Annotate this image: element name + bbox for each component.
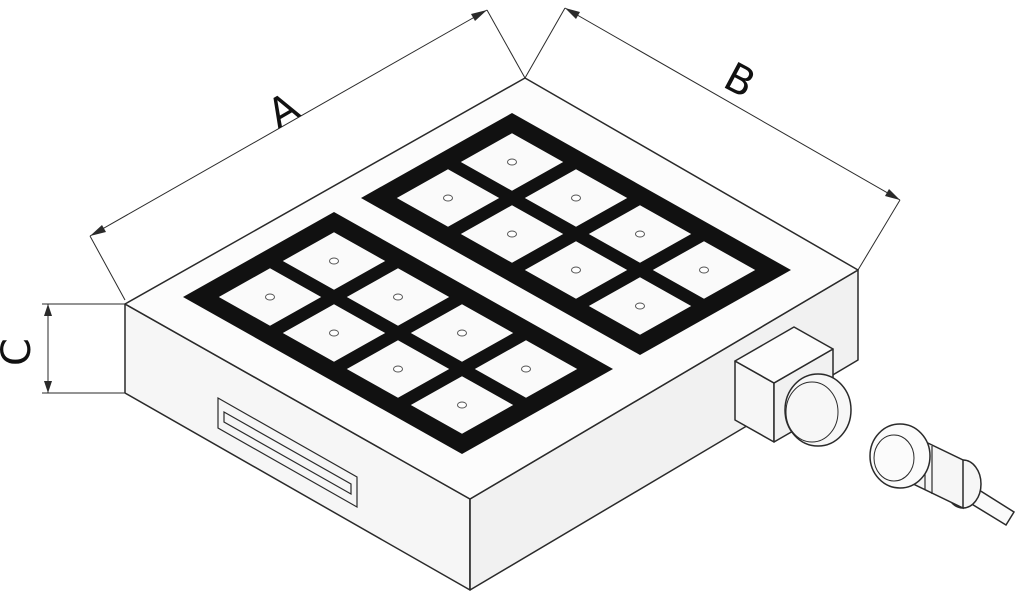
dimension-a-arrow-left	[90, 225, 106, 236]
plug-head	[869, 423, 931, 489]
front-slot-outer	[217, 396, 358, 509]
mounting-hole	[571, 266, 581, 274]
mounting-hole	[457, 329, 467, 337]
connector-socket	[734, 326, 852, 447]
top-face	[124, 77, 859, 500]
socket-box-top	[734, 326, 834, 384]
socket-cap-ring	[785, 381, 839, 443]
mounting-hole	[635, 302, 645, 310]
mounting-hole	[393, 365, 403, 373]
magnet-pad-right-pad	[361, 113, 791, 355]
front-slot	[217, 396, 358, 509]
mounting-hole	[329, 329, 339, 337]
mounting-hole	[521, 365, 531, 373]
magnet-pads	[183, 113, 791, 454]
dimension-c-arrow-bottom	[44, 381, 52, 393]
dimension-c-label: C	[0, 338, 40, 366]
mounting-hole	[507, 158, 517, 166]
dimension-c: C	[0, 303, 125, 394]
plug-head-face	[873, 434, 915, 482]
dimension-a-label: A	[260, 84, 307, 138]
pad-frame	[183, 212, 613, 454]
dimension-b-extension-left	[524, 7, 566, 79]
front-slot-inner	[223, 410, 352, 496]
mounting-hole	[571, 194, 581, 202]
dimension-b-extension-right	[857, 199, 901, 271]
mounting-hole	[393, 293, 403, 301]
mounting-hole	[457, 401, 467, 409]
dimension-c-arrow-top	[44, 304, 52, 316]
mounting-hole	[635, 230, 645, 238]
dimension-a-arrow-right	[471, 10, 487, 21]
mounting-hole	[699, 266, 709, 274]
mounting-hole	[265, 293, 275, 301]
dimension-b-arrow-left	[565, 8, 580, 19]
dimension-a-extension-left	[89, 235, 126, 301]
dimension-a-extension-right	[486, 9, 526, 79]
mounting-hole	[507, 230, 517, 238]
mounting-hole	[443, 194, 453, 202]
mounting-hole	[329, 257, 339, 265]
pad-frame	[361, 113, 791, 355]
dimension-b-label: B	[717, 54, 763, 108]
cable-plug	[869, 423, 1016, 527]
magnet-pad-left-pad	[183, 212, 613, 454]
dimension-b-line	[564, 7, 901, 201]
dimension-a-line	[89, 9, 488, 237]
dimension-b-arrow-right	[885, 189, 900, 200]
